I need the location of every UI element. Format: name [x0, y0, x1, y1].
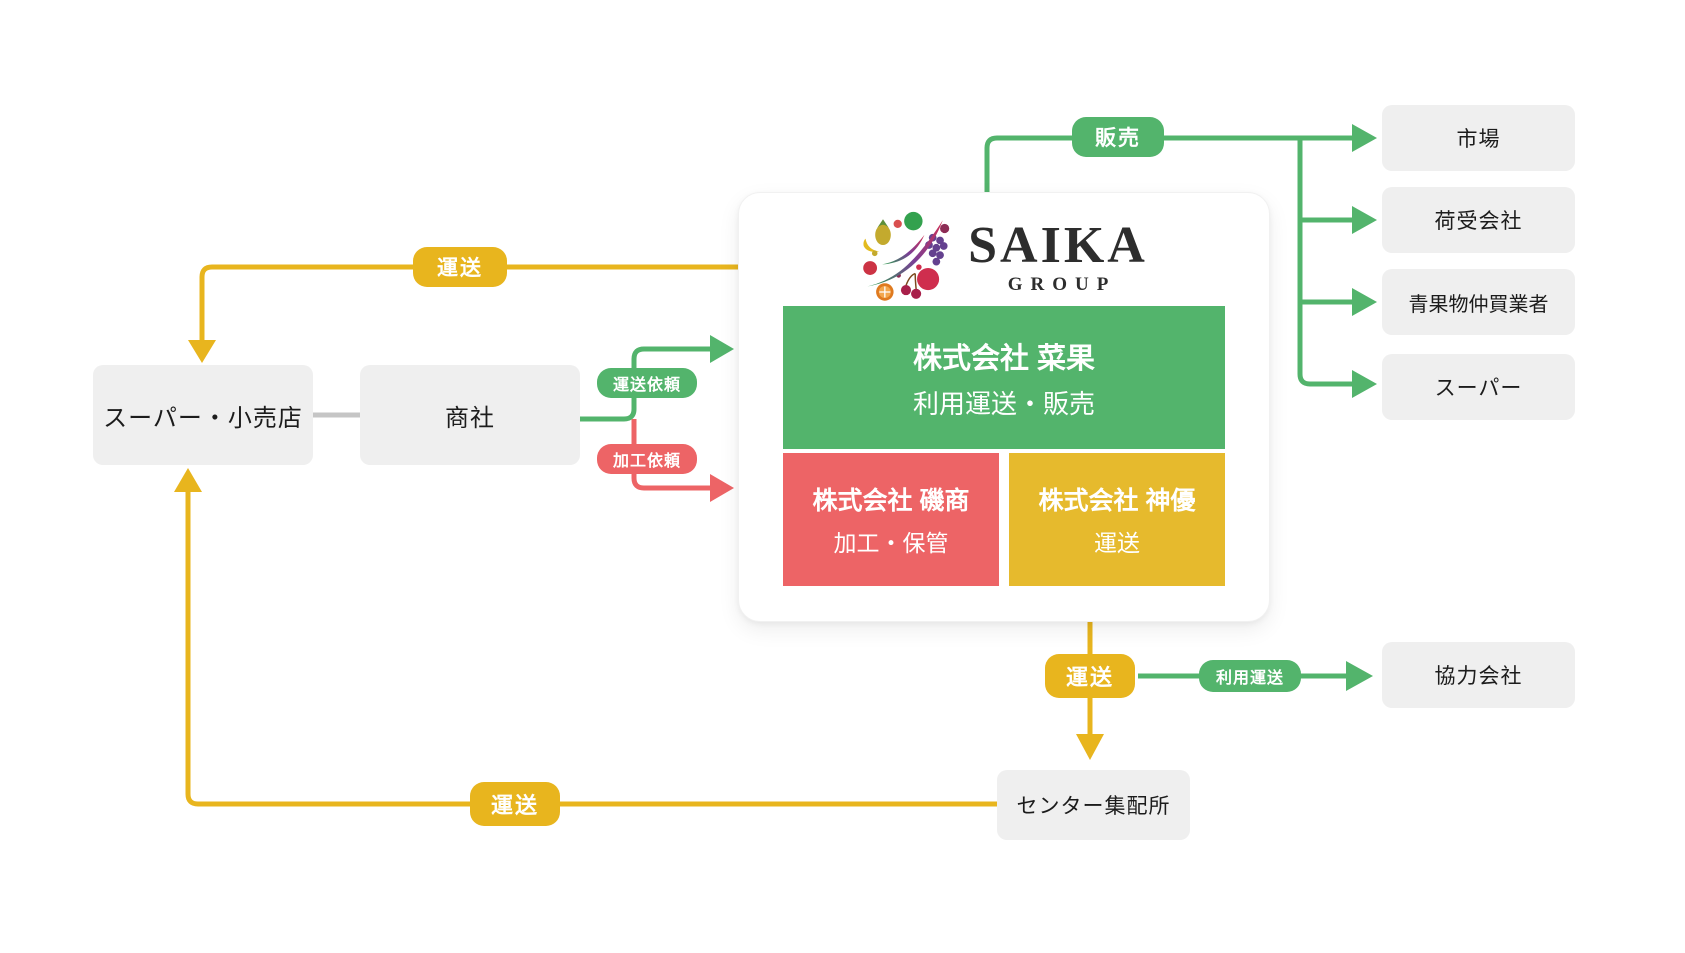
saika-group-card: SAIKA GROUP 株式会社 菜果 利用運送・販売 株式会社 磯商 加工・保…	[738, 192, 1270, 622]
brand-name: SAIKA	[968, 217, 1148, 274]
pill-sales: 販売	[1072, 117, 1164, 157]
flow-transport-depot-to-retail	[185, 488, 997, 807]
node-market: 市場	[1382, 105, 1575, 171]
company-role: 運送	[1094, 530, 1140, 556]
flow-sales-main	[984, 135, 1354, 192]
arrowhead-supermarket	[1352, 370, 1377, 398]
pill-transport-bottom: 運送	[470, 782, 560, 826]
arrowhead-processing-request	[710, 474, 734, 502]
company-shinyu: 株式会社 神優 運送	[1009, 453, 1225, 586]
company-role: 加工・保管	[833, 530, 949, 556]
pill-transport-request: 運送依頼	[597, 368, 697, 398]
arrowhead-intermediary	[1352, 288, 1377, 316]
saika-logo: SAIKA GROUP	[739, 209, 1269, 305]
node-produce-intermediary: 青果物仲買業者	[1382, 269, 1575, 335]
node-partner-company: 協力会社	[1382, 642, 1575, 708]
fruits-swirl-logo-icon	[863, 211, 950, 301]
arrowhead-down-depot	[1076, 734, 1104, 760]
node-supermarket: スーパー	[1382, 354, 1575, 420]
company-name: 株式会社 菜果	[912, 342, 1096, 375]
arrowhead-up-retail	[174, 468, 202, 492]
pill-consigned-transport: 利用運送	[1199, 660, 1301, 692]
arrowhead-transport-request	[710, 335, 734, 363]
pill-transport-top: 運送	[413, 247, 507, 287]
flow-sales-trunk	[1297, 138, 1354, 387]
company-name: 株式会社 磯商	[812, 487, 970, 515]
company-isosho: 株式会社 磯商 加工・保管	[783, 453, 999, 586]
company-saika: 株式会社 菜果 利用運送・販売	[783, 306, 1225, 449]
pill-processing-request: 加工依頼	[597, 444, 697, 474]
arrowhead-market	[1352, 124, 1377, 152]
brand-text: SAIKA GROUP	[968, 217, 1148, 295]
arrowhead-partner	[1346, 661, 1373, 691]
company-role: 利用運送・販売	[912, 388, 1095, 419]
node-supermarket-retail: スーパー・小売店	[93, 365, 313, 465]
node-trading-company: 商社	[360, 365, 580, 465]
brand-subtitle: GROUP	[1007, 274, 1117, 295]
arrowhead-consignee	[1352, 206, 1377, 234]
node-center-depot: センター集配所	[997, 770, 1190, 840]
company-name: 株式会社 神優	[1038, 487, 1196, 515]
node-consignee-company: 荷受会社	[1382, 187, 1575, 253]
flow-processing-request	[631, 419, 712, 491]
pill-transport-mid: 運送	[1045, 654, 1135, 698]
flow-transport-card-to-retail	[199, 264, 738, 344]
arrowhead-down-retail	[188, 340, 216, 363]
